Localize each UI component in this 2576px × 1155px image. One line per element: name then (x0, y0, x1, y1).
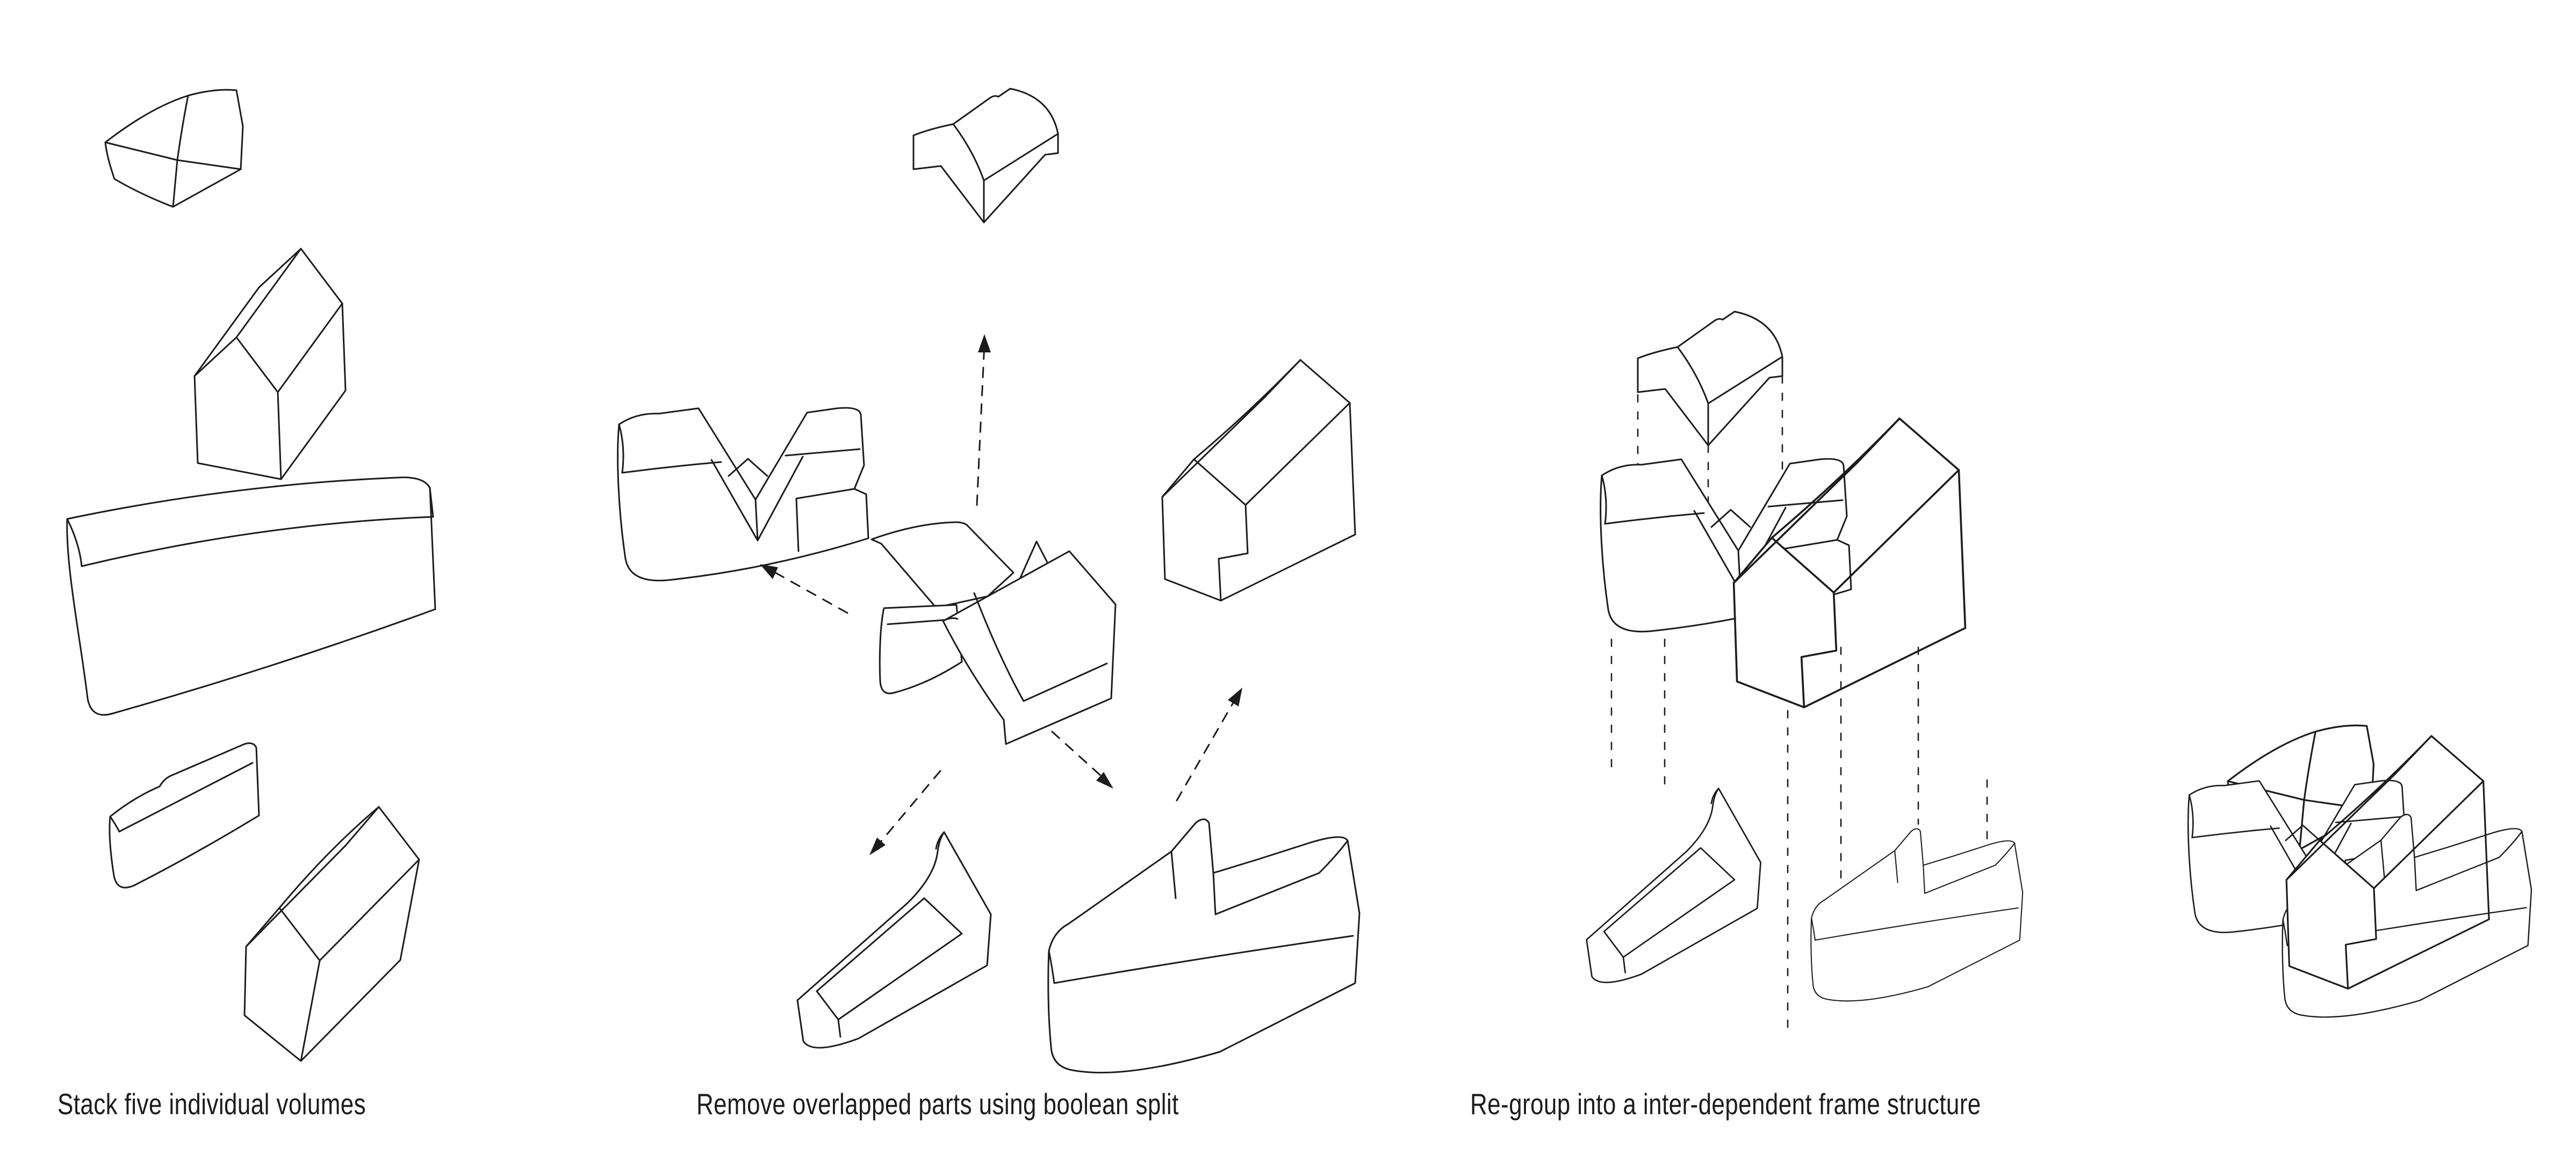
split-u-channel-block (1047, 818, 1361, 1074)
large-house-back-right (378, 806, 420, 861)
large-house-back-left (344, 806, 380, 847)
volume-small-house (104, 89, 244, 208)
arrow-up-right-head (1228, 688, 1242, 706)
caption-step-2: Remove overlapped parts using boolean sp… (696, 1087, 1179, 1121)
volume-leaning-house (193, 248, 347, 480)
large-house-eave-left (245, 844, 347, 948)
long-bar-curl (66, 518, 83, 567)
short-bar-band (118, 762, 254, 833)
split-arrows (760, 334, 1242, 855)
arrow-down-right-shaft (1051, 731, 1109, 783)
large-house-ridge (278, 806, 380, 909)
arrow-up-left-head (760, 564, 778, 579)
regroup-u-channel-block (1810, 828, 2024, 1002)
cluster-roof-chunk (870, 521, 1014, 609)
arrow-down-right-head (1096, 772, 1113, 789)
arrow-up-head (978, 334, 991, 352)
volume-long-bar (66, 477, 436, 716)
long-bar-end (429, 487, 434, 518)
regroup-wedge-piece (1586, 788, 1761, 984)
leaning-house-back-right (300, 248, 343, 305)
split-wedge-piece (796, 831, 992, 1049)
leaning-house-base (280, 389, 347, 480)
short-bar-outline (109, 742, 260, 889)
short-bar-curl (109, 815, 120, 833)
long-bar-band (81, 516, 434, 567)
caption-step-3: Re-group into a inter-dependent frame st… (1470, 1087, 1981, 1121)
arrow-up-right-shaft (1176, 695, 1238, 802)
large-house-corner (399, 858, 420, 961)
cluster-mini-house-eave (1023, 662, 1108, 702)
leaning-house-corner (341, 302, 347, 392)
caption-step-1: Stack five individual volumes (57, 1087, 366, 1121)
cluster-mini-house-slope (973, 592, 1025, 702)
split-overlap-cluster (870, 521, 1117, 745)
panel-assembled-structure (2187, 724, 2532, 1018)
arrow-up-shaft (976, 343, 985, 506)
leaning-house-gable (193, 336, 282, 480)
leaning-house-ridge (235, 248, 302, 338)
split-cut-house (1161, 359, 1356, 602)
panel-boolean-split (617, 88, 1361, 1074)
volume-large-house (243, 806, 420, 1062)
arrow-down-left-head (869, 838, 886, 855)
panel-regroup-frame (1586, 311, 2024, 1030)
leaning-house-eave-left (193, 286, 260, 377)
cluster-bar-fragment (879, 604, 963, 695)
arrow-up-left-shaft (765, 566, 848, 614)
large-house-gable (243, 907, 321, 1062)
arrow-down-left-shaft (874, 770, 941, 850)
panel-stack-five-volumes (66, 89, 436, 1062)
cluster-mini-house (942, 550, 1117, 745)
large-house-eave-right (319, 858, 420, 962)
cluster-mini-house-curl (942, 617, 959, 622)
regroup-notched-roof-piece (1637, 311, 1783, 446)
split-v-notch-block (617, 407, 869, 582)
leaning-house-eave-right (277, 302, 343, 393)
split-notched-roof-piece (912, 88, 1059, 223)
leaning-house-back-left (258, 248, 302, 288)
long-bar-outline (66, 477, 436, 716)
large-house-base (300, 959, 401, 1062)
volume-short-bar (109, 742, 260, 889)
